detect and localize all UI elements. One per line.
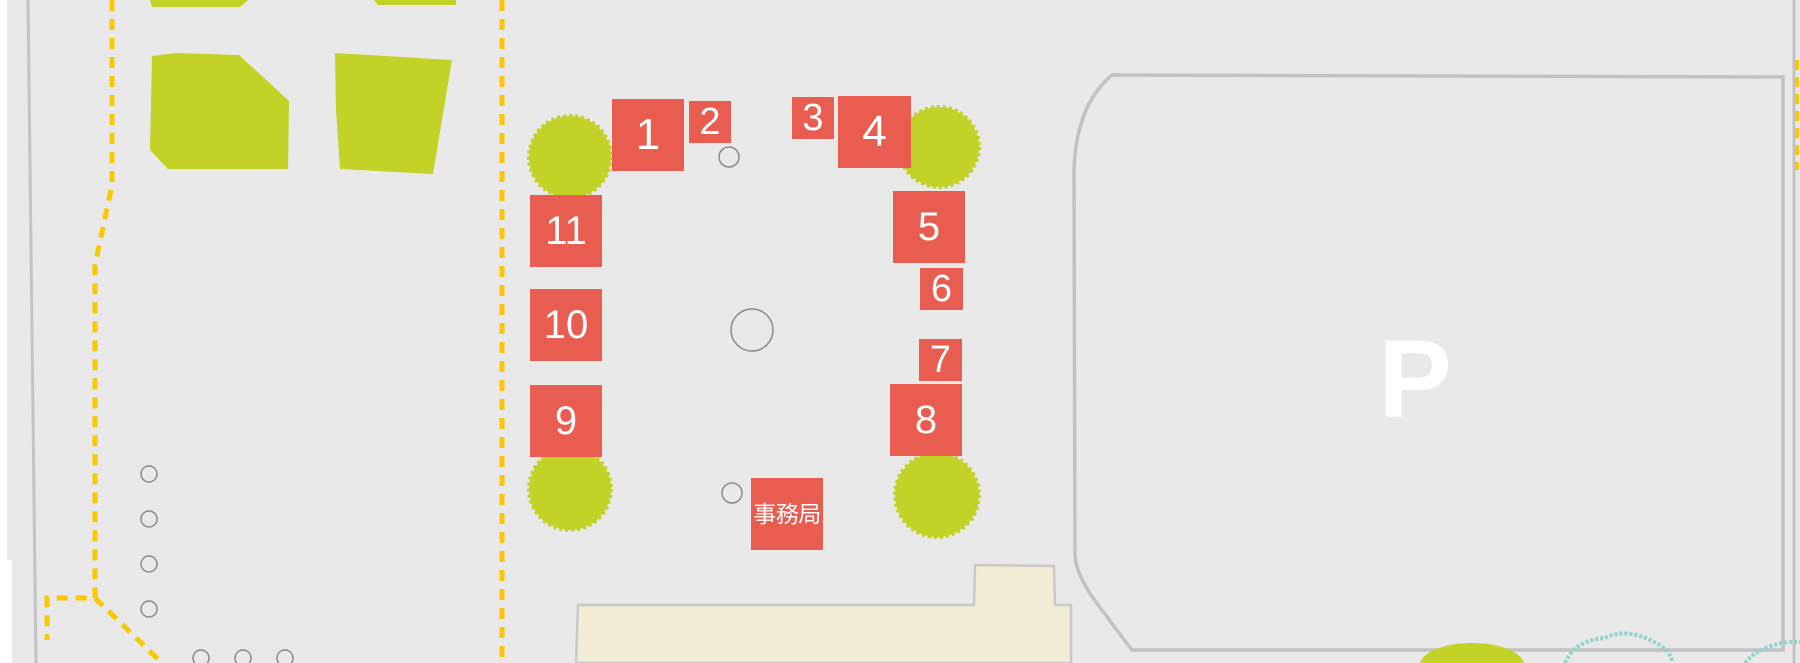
booth-5[interactable]: 5 bbox=[893, 191, 965, 263]
post bbox=[140, 465, 158, 483]
post bbox=[192, 649, 210, 663]
booth-number: 3 bbox=[802, 97, 824, 139]
booth-4[interactable]: 4 bbox=[838, 96, 911, 168]
booth-11[interactable]: 11 bbox=[530, 195, 602, 267]
tree-partial bbox=[1420, 643, 1524, 663]
tree bbox=[527, 114, 613, 200]
parking-lot-outline bbox=[1072, 73, 1785, 652]
walking-path bbox=[44, 0, 505, 663]
booth-8[interactable]: 8 bbox=[890, 384, 962, 456]
round-trees bbox=[527, 105, 981, 539]
shrub-outline bbox=[1563, 631, 1674, 663]
posts bbox=[140, 146, 743, 663]
shrub-outline bbox=[1743, 640, 1800, 663]
booth-1[interactable]: 1 bbox=[612, 99, 684, 171]
booth-number: 4 bbox=[862, 107, 887, 156]
post bbox=[140, 600, 158, 618]
booth-number: 10 bbox=[543, 303, 589, 347]
lawn-patches bbox=[150, 0, 456, 174]
booth-6[interactable]: 6 bbox=[920, 268, 963, 310]
post bbox=[140, 510, 158, 528]
tree bbox=[527, 446, 613, 532]
parking-letter: P bbox=[1378, 318, 1452, 441]
booth-number: 11 bbox=[545, 209, 587, 253]
post bbox=[276, 649, 294, 663]
building bbox=[574, 563, 1073, 663]
booth-number: 6 bbox=[930, 268, 953, 310]
post bbox=[721, 482, 743, 504]
booth-2[interactable]: 2 bbox=[689, 101, 731, 143]
boundary-line-left bbox=[26, 0, 38, 663]
booth-number: 5 bbox=[917, 205, 941, 249]
post bbox=[234, 649, 252, 663]
tree bbox=[897, 105, 981, 189]
booth-9[interactable]: 9 bbox=[530, 385, 602, 457]
booth-number: 7 bbox=[929, 339, 952, 381]
central-monument bbox=[730, 308, 774, 352]
tree bbox=[893, 451, 981, 539]
booth-number: 2 bbox=[699, 101, 721, 143]
booth-3[interactable]: 3 bbox=[792, 97, 834, 139]
post bbox=[140, 555, 158, 573]
booth-7[interactable]: 7 bbox=[919, 339, 962, 381]
booth-number: 1 bbox=[635, 110, 661, 159]
booth-10[interactable]: 10 bbox=[530, 289, 602, 361]
post bbox=[718, 146, 740, 168]
booth-number: 9 bbox=[554, 399, 578, 443]
map-edge-bottom bbox=[0, 560, 12, 663]
office-booth[interactable]: 事務局 bbox=[751, 478, 823, 550]
booth-number: 8 bbox=[914, 398, 938, 442]
map-edge bbox=[0, 0, 7, 560]
parking-label: P bbox=[1350, 325, 1480, 435]
office-label: 事務局 bbox=[753, 500, 821, 527]
